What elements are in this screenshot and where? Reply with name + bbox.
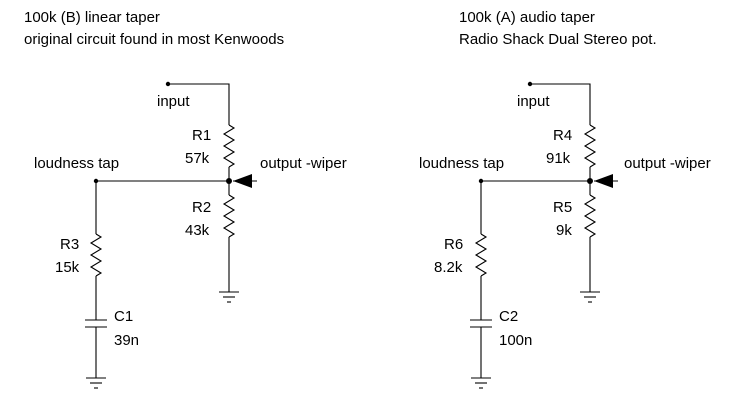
right-wiper-arrow [594, 174, 618, 188]
right-loudness-label: loudness tap [419, 155, 504, 172]
right-r6-name: R6 [444, 236, 463, 253]
right-circuit: 100k (A) audio taper Radio Shack Dual St… [419, 9, 711, 389]
left-r2-value: 43k [185, 222, 210, 239]
right-capacitor-c2 [470, 319, 492, 328]
left-circuit: 100k (B) linear taper original circuit f… [24, 9, 347, 389]
left-wiper-arrow [233, 174, 257, 188]
right-input-wire [530, 83, 591, 125]
right-output-label: output -wiper [624, 155, 711, 172]
right-r4-name: R4 [553, 127, 572, 144]
left-capacitor-c1 [85, 319, 107, 328]
right-resistor-r4 [583, 124, 597, 168]
left-ground-symbol-1 [219, 291, 239, 303]
left-r3-value: 15k [55, 259, 80, 276]
right-title-line2: Radio Shack Dual Stereo pot. [459, 31, 657, 48]
left-loudness-label: loudness tap [34, 155, 119, 172]
left-c1-value: 39n [114, 332, 139, 349]
right-r6-value: 8.2k [434, 259, 463, 276]
right-c2-name: C2 [499, 308, 518, 325]
left-r1-name: R1 [192, 127, 211, 144]
left-output-label: output -wiper [260, 155, 347, 172]
right-r5-name: R5 [553, 199, 572, 216]
right-input-label: input [517, 93, 550, 110]
right-ground-symbol-2 [471, 377, 491, 389]
left-r3-name: R3 [60, 236, 79, 253]
left-input-wire [168, 83, 230, 125]
left-input-label: input [157, 93, 190, 110]
right-c2-value: 100n [499, 332, 532, 349]
left-ground-symbol-2 [86, 377, 106, 389]
right-r4-value: 91k [546, 150, 571, 167]
right-resistor-r6 [474, 233, 488, 277]
left-r2-name: R2 [192, 199, 211, 216]
left-r1-value: 57k [185, 150, 210, 167]
left-title-line2: original circuit found in most Kenwoods [24, 31, 284, 48]
right-resistor-r5 [583, 194, 597, 238]
left-resistor-r2 [222, 194, 236, 238]
left-resistor-r3 [89, 233, 103, 277]
left-resistor-r1 [222, 124, 236, 168]
right-ground-symbol-1 [580, 291, 600, 303]
left-title-line1: 100k (B) linear taper [24, 9, 160, 26]
right-title-line1: 100k (A) audio taper [459, 9, 595, 26]
left-c1-name: C1 [114, 308, 133, 325]
right-r5-value: 9k [556, 222, 572, 239]
